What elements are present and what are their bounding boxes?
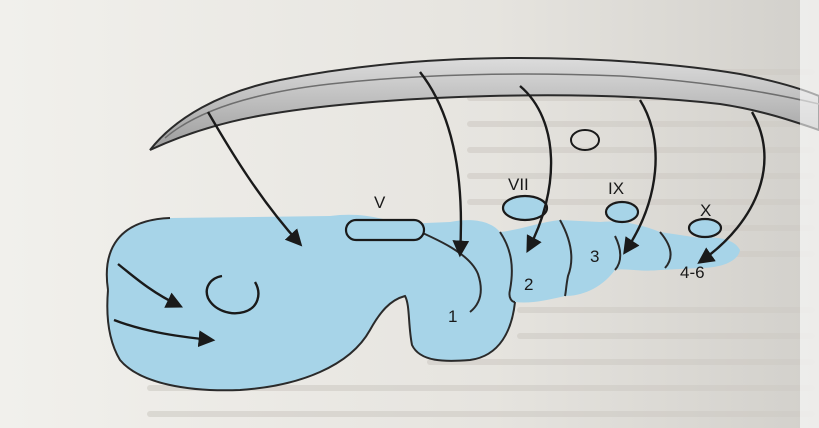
label-arch-4-6: 4-6	[680, 263, 705, 282]
label-nerve-ix: IX	[608, 179, 624, 198]
page-edge	[800, 0, 819, 428]
label-arch-3: 3	[590, 247, 599, 266]
ganglion-ix	[606, 202, 638, 222]
label-nerve-v: V	[374, 193, 386, 212]
label-nerve-vii: VII	[508, 175, 529, 194]
label-arch-1: 1	[448, 307, 457, 326]
ganglion-vii	[503, 196, 547, 220]
ganglion-v	[346, 220, 424, 240]
label-nerve-x: X	[700, 201, 711, 220]
label-arch-2: 2	[524, 275, 533, 294]
ganglion-x	[689, 219, 721, 237]
